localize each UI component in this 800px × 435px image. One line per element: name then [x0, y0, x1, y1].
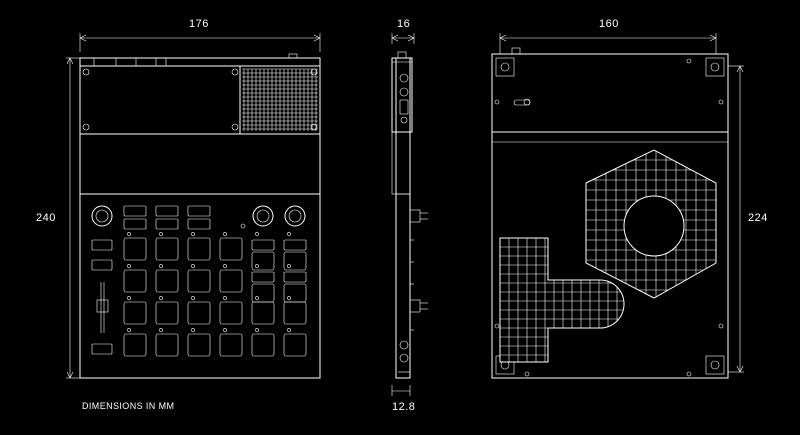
slider-icon	[96, 282, 109, 333]
function-button	[187, 218, 211, 230]
pad-button	[187, 269, 211, 293]
pad-button	[219, 237, 243, 261]
pad-button	[251, 333, 275, 357]
pad-indicator	[191, 296, 195, 300]
pad-indicator	[127, 296, 131, 300]
knob-icon	[91, 205, 113, 227]
pad-indicator	[191, 328, 195, 332]
function-button	[283, 239, 307, 251]
function-button	[123, 218, 147, 230]
knob-icon	[252, 205, 274, 227]
pad-indicator	[255, 328, 259, 332]
pad-button	[155, 237, 179, 261]
front-width-dimension	[79, 33, 321, 52]
pad-button	[219, 333, 243, 357]
function-button	[283, 271, 307, 283]
side-depth-label: 12.8	[392, 401, 416, 413]
foot-icon	[705, 355, 725, 375]
function-button	[155, 205, 179, 217]
pad-indicator	[191, 264, 195, 268]
pad-indicator	[223, 264, 227, 268]
pad-indicator	[223, 296, 227, 300]
pad-button	[123, 237, 147, 261]
pad-button	[123, 333, 147, 357]
caption-dimensions: DIMENSIONS IN MM	[82, 401, 175, 411]
pad-indicator	[191, 232, 195, 236]
screw-icon	[82, 123, 90, 131]
pad-button	[187, 333, 211, 357]
front-view	[66, 33, 321, 379]
pad-indicator	[255, 264, 259, 268]
front-body-outline	[79, 57, 321, 379]
back-height-dimension	[728, 65, 744, 373]
back-width-dimension	[499, 33, 717, 54]
pad-indicator	[127, 328, 131, 332]
l-shape-texture	[499, 237, 625, 363]
knob-icon	[284, 205, 306, 227]
pad-button	[123, 269, 147, 293]
pad-indicator	[287, 296, 291, 300]
pad-button	[219, 301, 243, 325]
pad-indicator	[287, 232, 291, 236]
screw-icon	[310, 123, 318, 131]
pad-button	[123, 301, 147, 325]
pad-indicator	[223, 232, 227, 236]
pad-indicator	[159, 328, 163, 332]
pad-indicator	[287, 264, 291, 268]
pad-button	[155, 269, 179, 293]
screw-icon	[82, 68, 90, 76]
front-height-dimension	[66, 57, 80, 379]
pad-button	[283, 333, 307, 357]
foot-icon	[495, 57, 515, 77]
pad-indicator	[255, 232, 259, 236]
pad-button	[187, 237, 211, 261]
front-height-label: 240	[36, 212, 56, 224]
foot-icon	[705, 57, 725, 77]
pad-button	[283, 283, 307, 303]
back-view	[491, 33, 744, 379]
pad-button	[251, 251, 275, 271]
side-width-label: 16	[397, 18, 411, 30]
pad-indicator	[287, 328, 291, 332]
back-height-label: 224	[748, 212, 768, 224]
front-width-label: 176	[189, 18, 209, 30]
side-view	[391, 33, 428, 396]
pad-indicator	[127, 264, 131, 268]
side-depth-dimension	[391, 385, 411, 396]
screw-icon	[231, 123, 239, 131]
pad-indicator	[127, 232, 131, 236]
function-button	[187, 205, 211, 217]
function-button	[251, 239, 275, 251]
screw-icon	[231, 68, 239, 76]
pad-indicator	[159, 296, 163, 300]
pad-indicator	[159, 264, 163, 268]
function-button	[251, 271, 275, 283]
back-body-outline	[491, 53, 729, 379]
pad-indicator	[223, 328, 227, 332]
function-button	[155, 218, 179, 230]
screw-icon	[310, 68, 318, 76]
pad-indicator	[255, 296, 259, 300]
pad-button	[219, 269, 243, 293]
pad-indicator	[159, 232, 163, 236]
pad-button	[283, 251, 307, 271]
pad-button	[187, 301, 211, 325]
pad-button	[283, 301, 307, 325]
side-width-dimension	[391, 33, 415, 44]
pad-button	[251, 301, 275, 325]
function-button	[123, 205, 147, 217]
pad-button	[155, 333, 179, 357]
speaker-grille	[239, 65, 321, 135]
back-width-label: 160	[599, 18, 619, 30]
pad-button	[251, 283, 275, 303]
pad-button	[155, 301, 179, 325]
